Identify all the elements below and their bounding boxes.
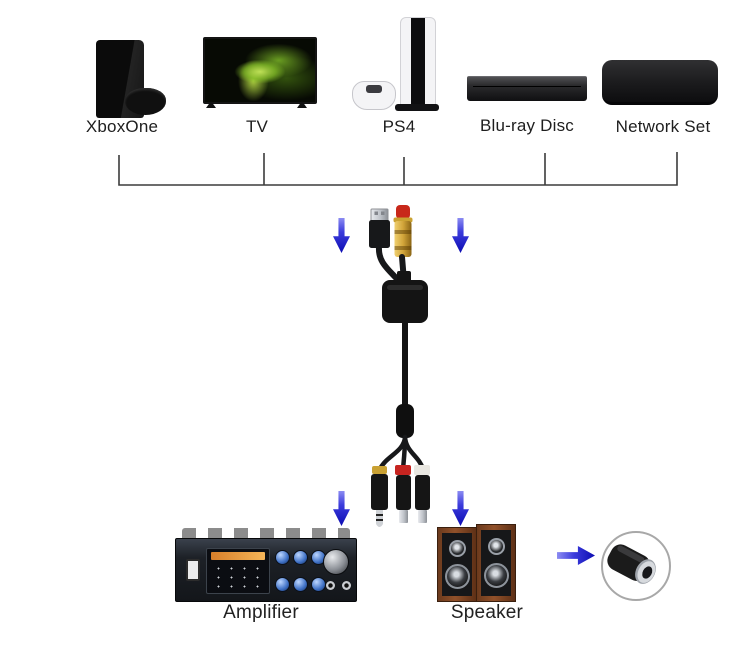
tweeter-icon [448,540,466,557]
tv-icon [203,37,317,104]
device-label-xboxone: XboxOne [85,117,159,136]
bracket-line [118,152,678,186]
gamepad-touchpad [366,85,382,93]
rca-red-icon [395,465,411,523]
knob-icon [275,577,290,592]
tv-screen [205,39,315,102]
woofer-icon [483,563,509,588]
output-label-speaker: Speaker [450,602,524,623]
ferrite-bead [396,404,414,438]
knob-icon [311,577,326,592]
split-cables [377,434,426,472]
set-top-box-icon [602,60,718,105]
ps-console-stand [395,104,439,111]
rca-white-icon [414,465,430,523]
tv-foot-left [206,101,216,108]
mic-jack-icon [326,581,335,590]
device-label-ps4: PS4 [382,117,416,136]
output-label-amplifier: Amplifier [223,602,299,623]
optical-connector-icon [393,205,413,284]
speaker-left [437,527,477,602]
amplifier-top-vents [182,528,350,541]
speaker-front [481,530,511,596]
ps-console-icon [400,17,436,107]
tv-foot-right [297,101,307,108]
aux-jack-icon [371,466,388,527]
tweeter-icon [487,538,505,555]
device-label-tv: TV [245,117,269,136]
bluray-disc-tray [473,86,581,87]
device-label-network-set: Network Set [615,117,711,136]
speaker-right [476,524,516,602]
display-readout [211,552,265,560]
volume-knob-icon [323,549,349,575]
display-buttons [212,564,265,589]
amplifier-icon [175,528,357,602]
amplifier-display [206,548,270,594]
mic-jack-icon [342,581,351,590]
power-switch-icon [186,559,200,581]
speaker-front [442,533,472,596]
rca-port-icon [607,544,656,584]
speaker-icon [437,523,516,602]
xbox-gamepad-icon [125,88,166,115]
usb-connector-icon [369,208,401,283]
device-label-bluray: Blu-ray Disc [479,116,575,135]
woofer-icon [444,564,470,589]
knob-icon [293,550,308,565]
knob-icon [293,577,308,592]
rca-port-inset [601,531,671,601]
bluray-player-icon [467,76,587,101]
knob-icon [275,550,290,565]
converter-box [382,271,428,323]
amplifier-front-panel [175,538,357,602]
gamepad-icon [352,81,396,110]
